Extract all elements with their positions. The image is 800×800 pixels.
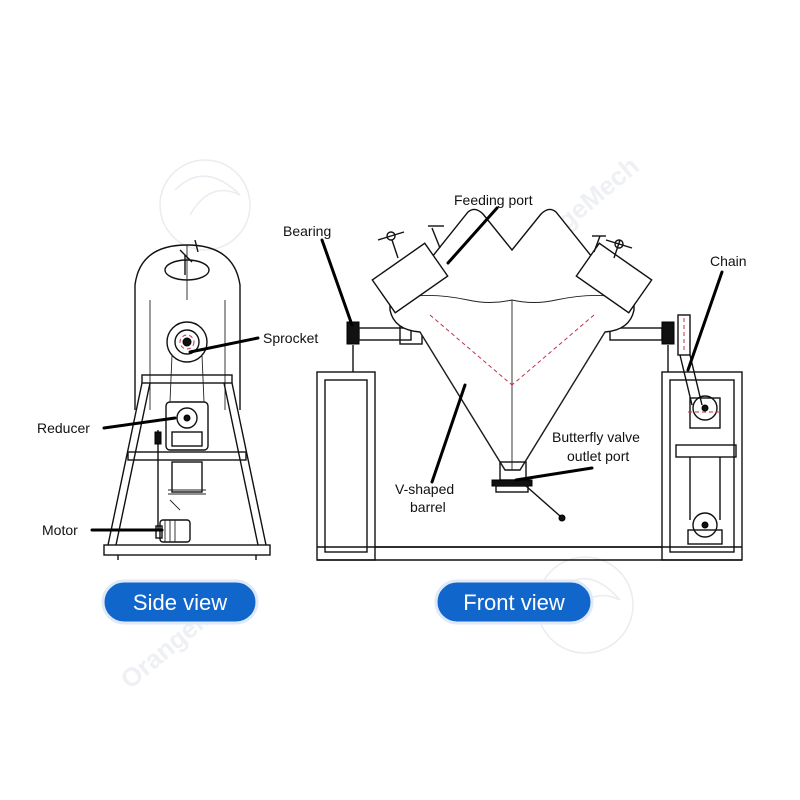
leader-chain	[686, 270, 724, 372]
leader-sprocket	[188, 336, 260, 354]
front-view-pill: Front view	[434, 579, 594, 625]
labels: Feeding port Bearing Chain Sprocket Redu…	[37, 192, 747, 538]
label-chain: Chain	[710, 253, 747, 269]
front-view-drawing	[316, 208, 743, 561]
label-butterfly-valve-line2: outlet port	[567, 448, 629, 464]
leader-lines	[90, 206, 724, 532]
front-view-label: Front view	[463, 590, 565, 615]
label-feeding-port: Feeding port	[454, 192, 533, 208]
label-v-barrel-line1: V-shaped	[395, 481, 454, 497]
leader-v-barrel	[430, 383, 467, 484]
leader-feeding-port	[446, 206, 499, 265]
label-bearing: Bearing	[283, 223, 331, 239]
label-v-barrel-line2: barrel	[410, 499, 446, 515]
side-view-drawing	[103, 239, 271, 560]
leader-reducer	[102, 416, 177, 430]
side-view-pill: Side view	[101, 579, 259, 625]
leader-butterfly-valve	[514, 466, 594, 482]
leader-bearing	[320, 238, 354, 327]
label-motor: Motor	[42, 522, 78, 538]
label-sprocket: Sprocket	[263, 330, 318, 346]
label-butterfly-valve-line1: Butterfly valve	[552, 429, 640, 445]
label-reducer: Reducer	[37, 420, 90, 436]
side-view-label: Side view	[133, 590, 227, 615]
